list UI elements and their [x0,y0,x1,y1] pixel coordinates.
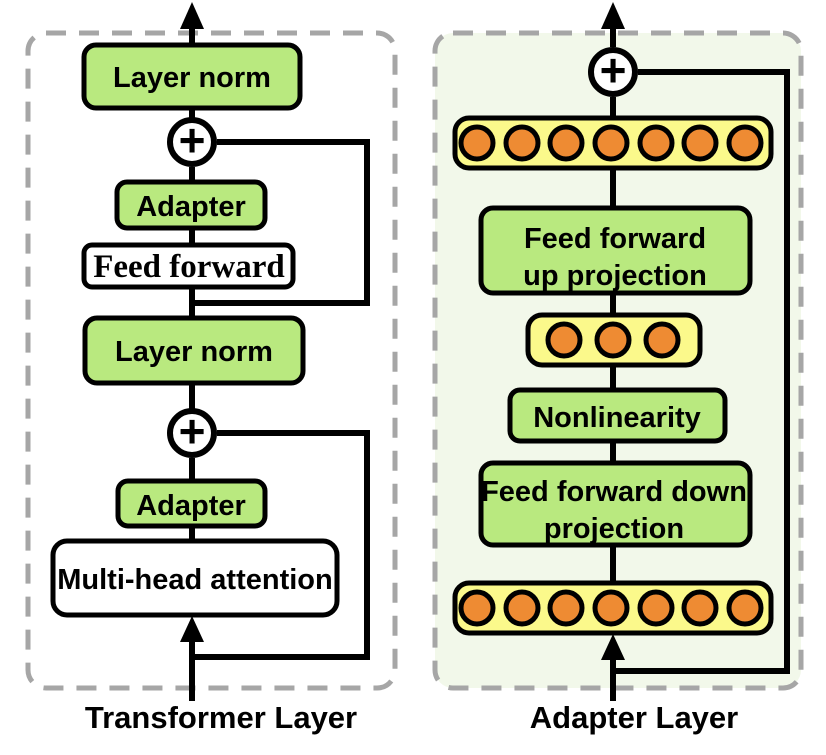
feature-node [503,589,541,627]
adapter-top-box: Adapter [114,179,268,231]
right-residual-skip [613,69,790,674]
left-output-arrowhead-icon [180,2,204,29]
feature-node [503,124,541,162]
feed-forward-up-rect [478,205,753,296]
plus-icon: + [179,405,206,457]
feature-node [637,124,675,162]
layer-norm-mid-box: Layer norm [82,315,306,386]
feature-node [643,321,681,359]
plus-icon: + [600,44,627,96]
layer-norm-top-label: Layer norm [113,62,271,94]
feature-node [681,589,719,627]
nonlinearity-rect [507,387,728,444]
feed-forward-down-projection-box: Feed forward down projection [478,460,753,548]
feature-node [637,589,675,627]
right-input-arrowhead-icon [601,634,625,660]
feature-nodes-row-middle [525,312,703,368]
multi-head-attention-label: Multi-head attention [57,564,332,596]
feature-node [545,321,583,359]
feature-nodes-row-top [452,115,774,171]
feature-node [726,124,764,162]
layer-norm-mid-rect [82,315,306,386]
adapter-connector-lines [610,24,790,701]
feature-node [592,124,630,162]
residual-add-bottom-node: + [167,405,217,458]
feed-forward-down-rect [478,460,753,548]
plus-icon: + [179,114,206,166]
feature-node [726,589,764,627]
left-input-arrowhead-icon [180,616,204,642]
nonlinearity-label: Nonlinearity [533,402,701,434]
layer-norm-top-box: Layer norm [81,42,303,111]
transformer-layer-panel: Layer norm + Adapter Feed forward Layer … [25,2,398,735]
feed-forward-down-label-line2: projection [544,513,684,545]
layer-norm-mid-label: Layer norm [115,336,273,368]
adapter-bottom-rect [115,478,268,529]
transformer-connector-lines [189,24,370,701]
feature-node [458,124,496,162]
adapter-layer-panel: + Feed forward up projection [432,2,804,735]
feature-node [594,321,632,359]
feature-node [547,589,585,627]
feature-node [681,124,719,162]
plus-circle-icon [588,47,638,97]
feature-nodes-row-bottom [452,580,774,636]
adapter-layer-title: Adapter Layer [530,700,738,735]
multi-head-attention-box: Multi-head attention [50,538,340,618]
feed-forward-box: Feed forward [81,242,296,290]
feed-forward-up-projection-box: Feed forward up projection [478,205,753,296]
layer-norm-top-rect [81,42,303,111]
right-output-arrowhead-icon [601,2,625,29]
feed-forward-down-label-line1: Feed forward down [481,476,747,508]
adapter-bottom-box: Adapter [115,478,268,529]
feed-forward-up-label-line2: up projection [523,260,707,292]
adapter-residual-add-node: + [588,44,638,97]
adapter-bottom-label: Adapter [136,490,246,522]
feature-node [547,124,585,162]
adapter-top-label: Adapter [136,191,246,223]
nonlinearity-box: Nonlinearity [507,387,728,444]
feed-forward-up-label-line1: Feed forward [524,223,706,255]
feed-forward-label: Feed forward [93,249,285,285]
adapter-top-rect [114,179,268,231]
plus-circle-icon [167,117,217,167]
left-residual-skip-bottom [192,430,370,660]
transformer-layer-title: Transformer Layer [85,700,357,735]
left-residual-skip-top [192,139,370,306]
multi-head-attention-rect [50,538,340,618]
feature-node [592,589,630,627]
feature-node [458,589,496,627]
residual-add-top-node: + [167,114,217,167]
feed-forward-rect [81,242,296,290]
plus-circle-icon [167,408,217,458]
